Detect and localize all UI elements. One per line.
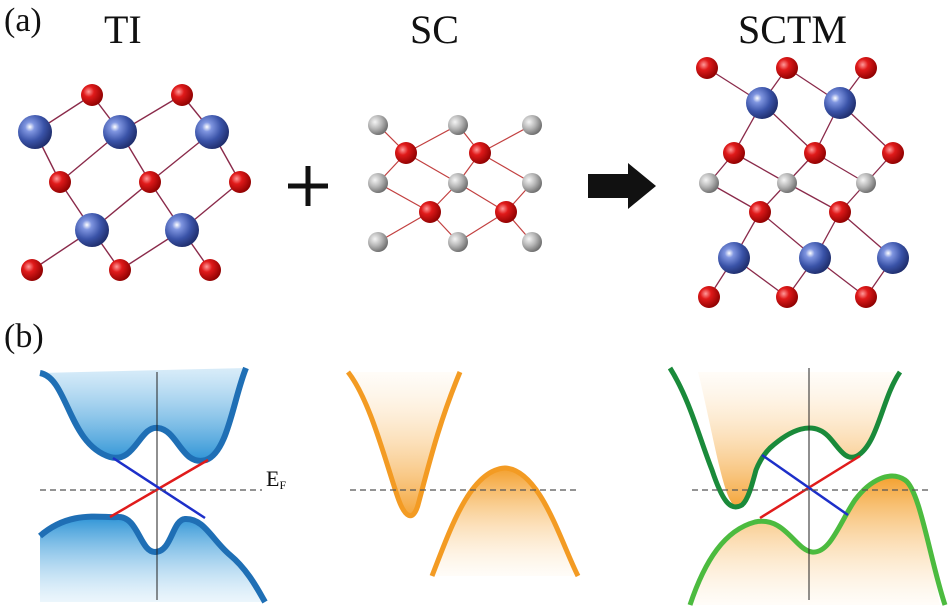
sc-atoms — [368, 115, 542, 252]
panel-label-a: (a) — [4, 2, 42, 39]
plus-icon — [288, 166, 328, 206]
fermi-label-sub: F — [279, 478, 287, 492]
sc-structure — [368, 115, 542, 252]
sctm-structure — [696, 57, 909, 308]
sctm-top-fill — [698, 372, 900, 508]
panel-label-b: (b) — [4, 318, 44, 355]
sctm-valence-band — [687, 473, 948, 606]
ti-band-diagram — [38, 366, 268, 604]
title-sctm: SCTM — [738, 7, 847, 52]
ti-conduction-band — [39, 366, 249, 464]
sctm-atoms — [696, 57, 909, 308]
ti-valence-band — [38, 513, 268, 604]
ti-atoms — [18, 84, 251, 281]
ti-dirac-blue — [112, 456, 206, 520]
fermi-label-main: E — [266, 466, 280, 491]
sctm-band-diagram — [667, 366, 948, 606]
title-ti: TI — [104, 7, 142, 52]
arrow-right-icon — [588, 163, 656, 209]
ti-conduction-fill — [40, 368, 246, 461]
sctm-bottom-fill — [690, 476, 940, 605]
sc-conduction-fill — [348, 372, 460, 516]
title-sc: SC — [410, 7, 459, 52]
ti-structure — [18, 84, 251, 281]
sctm-dirac-blue — [761, 453, 849, 517]
ti-valence-fill — [40, 516, 265, 602]
sc-band-diagram — [346, 370, 581, 578]
sc-conduction-band — [346, 370, 463, 519]
sc-valence-band — [429, 465, 581, 578]
fermi-level-label: EF — [266, 466, 286, 493]
